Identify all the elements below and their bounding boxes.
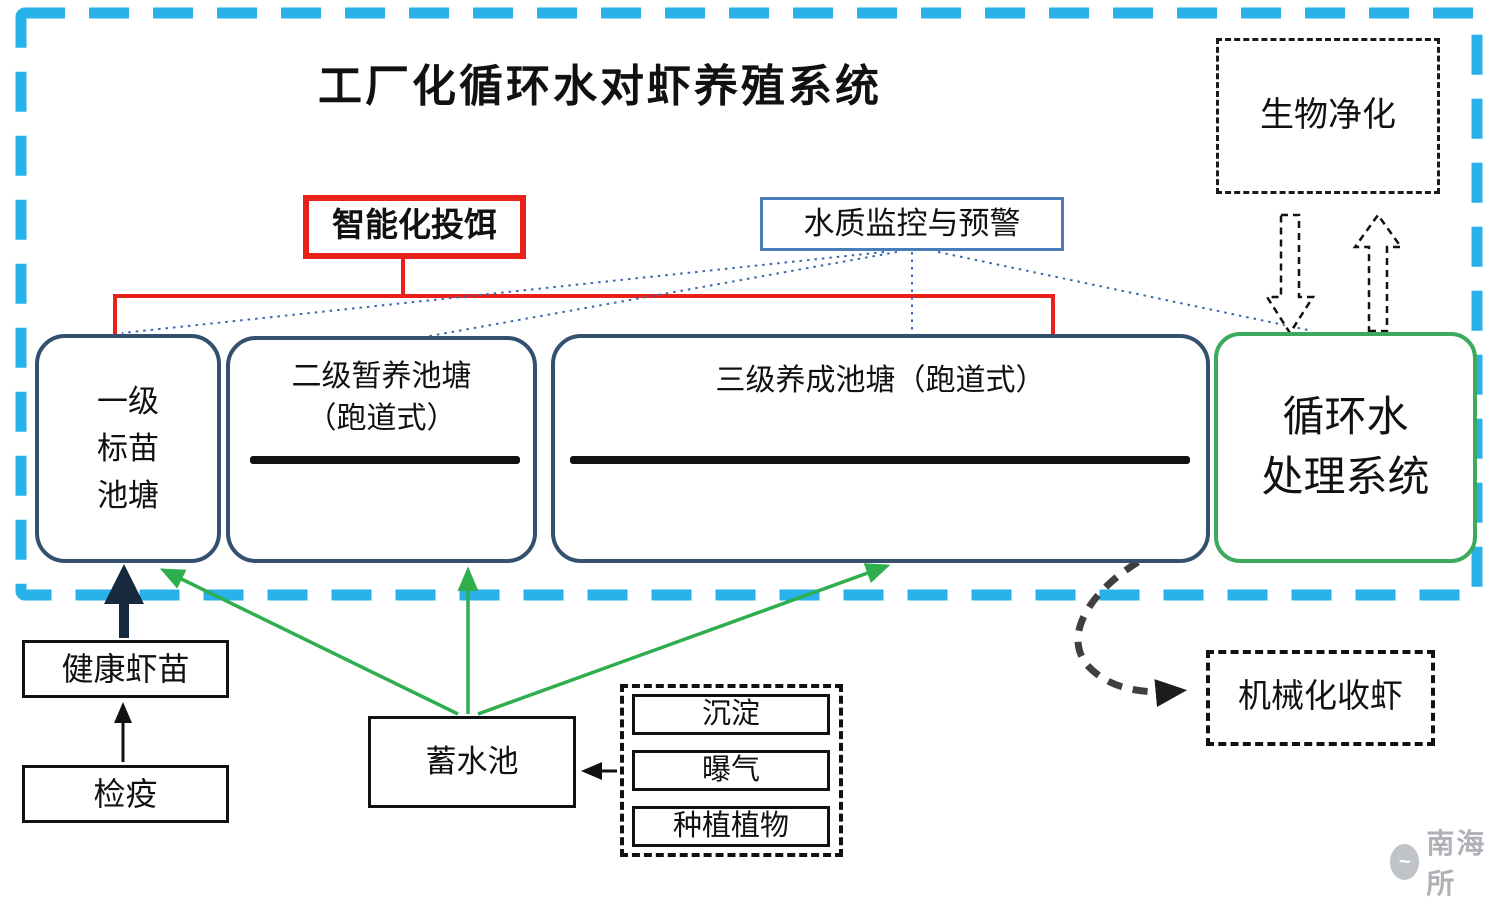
reservoir-arrow-pond3 xyxy=(477,563,891,716)
quarantine-label: 检疫 xyxy=(93,776,158,812)
tertiary-pond-label: 三级养成池塘（跑道式） xyxy=(715,364,1046,397)
watermark: ~ 南海所 xyxy=(1390,822,1500,902)
recirculating-treatment-line1: 循环水 xyxy=(1282,394,1409,441)
aeration-box: 曝气 xyxy=(632,750,830,791)
quarantine-box: 检疫 xyxy=(22,765,229,823)
tertiary-raceway-line xyxy=(570,456,1190,464)
sedimentation-box: 沉淀 xyxy=(632,694,830,735)
water-quality-monitor-box: 水质监控与预警 xyxy=(760,197,1064,251)
mechanized-harvest-label: 机械化收虾 xyxy=(1238,679,1403,716)
watermark-logo-icon: ~ xyxy=(1390,844,1420,880)
reservoir-arrow-pond1 xyxy=(159,568,459,716)
healthy-fry-box: 健康虾苗 xyxy=(22,640,229,698)
harvest-curve-arrow xyxy=(1074,559,1188,707)
smart-feeding-label: 智能化投饵 xyxy=(332,208,497,245)
reservoir-box: 蓄水池 xyxy=(368,716,576,808)
sedimentation-label: 沉淀 xyxy=(701,698,760,731)
up-block-arrow xyxy=(1352,212,1404,333)
secondary-pond-line2: （跑道式） xyxy=(306,402,457,435)
secondary-pond-box: 二级暂养池塘 （跑道式） xyxy=(226,336,537,563)
healthy-fry-label: 健康虾苗 xyxy=(61,651,190,687)
primary-fry-pond-box: 一级 标苗 池塘 xyxy=(35,334,221,563)
secondary-pond-line1: 二级暂养池塘 xyxy=(291,360,472,393)
smart-feeding-box: 智能化投饵 xyxy=(303,195,526,259)
tertiary-pond-box: 三级养成池塘（跑道式） xyxy=(551,334,1210,563)
monitor-dotted-line-recirc xyxy=(937,251,1309,331)
water-quality-monitor-label: 水质监控与预警 xyxy=(803,205,1021,241)
recirculating-treatment-line2: 处理系统 xyxy=(1261,454,1430,501)
bio-purification-box: 生物净化 xyxy=(1216,38,1440,194)
monitor-dotted-line-pond1 xyxy=(121,251,885,334)
mechanized-harvest-box: 机械化收虾 xyxy=(1206,650,1435,746)
feeding-connector-red xyxy=(113,294,1055,338)
secondary-raceway-line xyxy=(250,456,520,464)
recirculating-treatment-box: 循环水 处理系统 xyxy=(1214,332,1477,563)
diagram-title: 工厂化循环水对虾养殖系统 xyxy=(318,62,882,111)
system-boundary-frame xyxy=(15,7,1483,601)
bio-purification-label: 生物净化 xyxy=(1260,96,1396,134)
aeration-label: 曝气 xyxy=(701,754,760,787)
primary-fry-pond-line1: 一级 xyxy=(97,384,159,419)
primary-fry-pond-line2: 标苗 xyxy=(97,431,159,466)
monitor-dotted-line-pond2 xyxy=(423,251,898,338)
watermark-text: 南海所 xyxy=(1426,829,1487,900)
primary-fry-pond-line3: 池塘 xyxy=(97,478,159,513)
planting-label: 种植植物 xyxy=(672,810,789,843)
reservoir-label: 蓄水池 xyxy=(425,743,519,779)
planting-box: 种植植物 xyxy=(632,806,830,847)
connector-layer xyxy=(15,7,1483,780)
down-block-arrow xyxy=(1264,213,1316,336)
